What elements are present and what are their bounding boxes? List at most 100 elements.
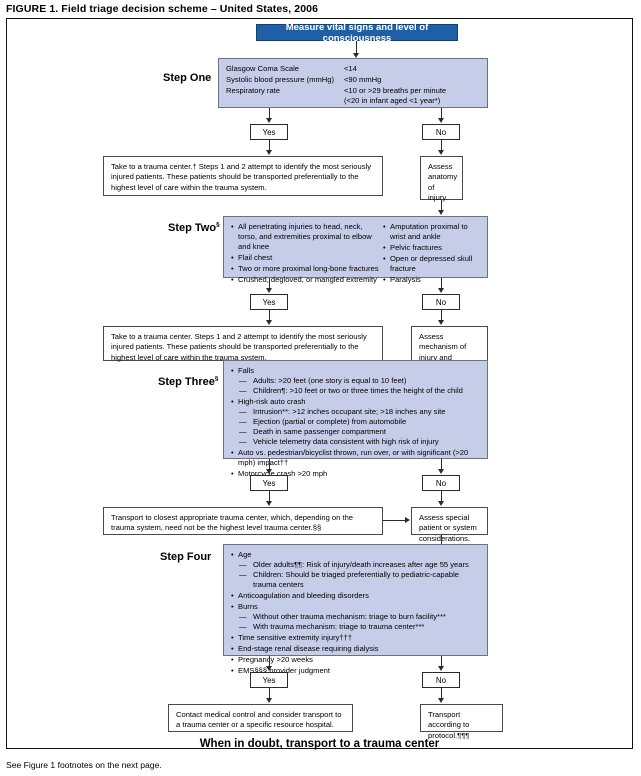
measure-vital-signs-header: Measure vital signs and level of conscio… xyxy=(256,22,458,44)
list-item: Crushed, degloved, or mangled extremity xyxy=(231,275,383,285)
step-three-criteria-panel: Falls Adults: >20 feet (one story is equ… xyxy=(223,360,488,479)
step-three-yes-badge: Yes xyxy=(250,475,288,491)
step-one-criterion-name-1: Systolic blood pressure (mmHg) xyxy=(226,75,335,85)
connector-assess-special-to-step4 xyxy=(441,535,443,549)
connector-step3-yes-2 xyxy=(269,491,271,503)
sublist-item: Without other trauma mechanism: triage t… xyxy=(238,612,480,622)
step-one-criterion-value-0: <14 xyxy=(344,64,357,73)
step-one-criterion-name-3 xyxy=(226,96,344,106)
arrow-step2-no-2 xyxy=(438,320,444,325)
sublist-item: Older adults¶¶: Risk of injury/death inc… xyxy=(238,560,480,570)
arrow-step1-no-2 xyxy=(438,150,444,155)
list-item: Two or more proximal long-bone fractures xyxy=(231,264,383,274)
step-one-criterion-name-2: Respiratory rate xyxy=(226,86,281,96)
step-one-criteria-panel: Glasgow Coma Scale <14 Systolic blood pr… xyxy=(218,58,488,108)
list-item: Flail chest xyxy=(231,253,383,263)
arrow-step3-yes xyxy=(266,469,272,474)
list-item: Anticoagulation and bleeding disorders xyxy=(231,591,480,601)
sublist: Intrusion**: >12 inches occupant site; >… xyxy=(238,407,480,447)
connector-assess-anatomy-to-step2 xyxy=(441,200,443,212)
list-item: Pregnancy >20 weeks xyxy=(231,655,480,665)
arrow-step4-yes xyxy=(266,666,272,671)
arrow-step1-no xyxy=(438,118,444,123)
arrow-header-to-step1 xyxy=(353,53,359,58)
step-three-no-outcome: Assess special patient or system conside… xyxy=(411,507,488,543)
arrow-step3-yes-2 xyxy=(266,501,272,506)
step-four-label: Step Four xyxy=(160,551,212,563)
connector-step3-no-2 xyxy=(441,491,443,503)
connector-step3-yes xyxy=(269,459,271,471)
arrow-step1-yes-2 xyxy=(266,150,272,155)
step-four-list: Age Older adults¶¶: Risk of injury/death… xyxy=(231,549,480,676)
step-one-criterion-value-3: (<20 in infant aged <1 year*) xyxy=(344,96,441,106)
step-one-label: Step One xyxy=(163,72,212,84)
list-item-text: Falls xyxy=(238,366,255,375)
list-item: Burns Without other trauma mechanism: tr… xyxy=(231,602,480,633)
arrow-step4-no-2 xyxy=(438,698,444,703)
arrow-assess-anatomy-to-step2 xyxy=(438,210,444,215)
step-three-label-sup: § xyxy=(214,375,219,383)
step-four-criteria-panel: Age Older adults¶¶: Risk of injury/death… xyxy=(223,544,488,676)
step-two-criteria-panel: All penetrating injuries to head, neck, … xyxy=(223,216,488,285)
list-item: Paralysis xyxy=(383,275,480,285)
connector-step4-no-2 xyxy=(441,688,443,700)
list-item: Pelvic fractures xyxy=(383,243,480,253)
list-item-text: Age xyxy=(238,550,252,559)
arrow-step2-no xyxy=(438,288,444,293)
step-one-criterion-name-0: Glasgow Coma Scale xyxy=(226,64,300,73)
list-item-text: Burns xyxy=(238,602,258,612)
connector-header-to-step1 xyxy=(356,41,358,55)
list-item: Age Older adults¶¶: Risk of injury/death… xyxy=(231,549,480,590)
step-three-no-badge: No xyxy=(422,475,460,491)
step-four-yes-badge: Yes xyxy=(250,672,288,688)
sublist: Without other trauma mechanism: triage t… xyxy=(238,612,480,632)
sublist-item: Vehicle telemetry data consistent with h… xyxy=(238,437,480,447)
arrow-step4-no xyxy=(438,666,444,671)
connector-step1-no-2 xyxy=(441,140,443,152)
sublist-item: Ejection (partial or complete) from auto… xyxy=(238,417,480,427)
step-four-no-outcome: Transport according to protocol.¶¶¶ xyxy=(420,704,503,740)
step-four-no-badge: No xyxy=(422,672,460,688)
sublist: Adults: >20 feet (one story is equal to … xyxy=(238,376,480,396)
arrow-transport-to-assess-special xyxy=(405,517,410,523)
footnote-reference: See Figure 1 footnotes on the next page. xyxy=(6,760,162,770)
connector-step4-no xyxy=(441,656,443,668)
step-two-no-outcome: Assess mechanism of injury and evidence … xyxy=(411,326,488,383)
connector-step4-yes-2 xyxy=(269,688,271,700)
list-item: Falls Adults: >20 feet (one story is equ… xyxy=(231,365,480,396)
connector-step4-yes xyxy=(269,656,271,668)
step-two-label-sup: § xyxy=(216,221,220,229)
sublist-item: Adults: >20 feet (one story is equal to … xyxy=(238,376,480,386)
connector-step1-yes-2 xyxy=(269,140,271,152)
step-four-yes-outcome: Contact medical control and consider tra… xyxy=(168,704,353,732)
connector-transport-to-assess-special xyxy=(383,520,406,522)
connector-step2-no xyxy=(441,278,443,290)
sublist-item: Children¶: >10 feet or two or three time… xyxy=(238,386,480,396)
list-item: Motorcycle crash >20 mph xyxy=(231,469,480,479)
connector-step2-yes-2 xyxy=(269,310,271,322)
step-one-no-outcome: Assess anatomy of injury. xyxy=(420,156,463,202)
list-item: Time sensitive extremity injury††† xyxy=(231,633,480,643)
connector-step1-no xyxy=(441,108,443,120)
connector-step1-yes xyxy=(269,108,271,120)
step-one-criterion-value-1: <90 mmHg xyxy=(344,75,382,85)
figure-title: FIGURE 1. Field triage decision scheme –… xyxy=(6,3,319,15)
arrow-step3-no xyxy=(438,469,444,474)
step-two-label: Step Two xyxy=(168,222,217,234)
step-three-yes-outcome: Transport to closest appropriate trauma … xyxy=(103,507,383,535)
sublist: Older adults¶¶: Risk of injury/death inc… xyxy=(238,560,480,590)
sublist-item: With trauma mechanism: triage to trauma … xyxy=(238,622,480,632)
step-two-yes-badge: Yes xyxy=(250,294,288,310)
connector-step2-no-2 xyxy=(441,310,443,322)
sublist-item: Children: Should be triaged preferential… xyxy=(238,570,480,590)
list-item: All penetrating injuries to head, neck, … xyxy=(231,221,383,252)
arrow-step1-yes xyxy=(266,118,272,123)
list-item: EMS§§§ provider judgment xyxy=(231,666,480,676)
figure-frame: Measure vital signs and level of conscio… xyxy=(6,18,633,750)
arrow-step2-yes xyxy=(266,288,272,293)
sublist-item: Death in same passenger compartment xyxy=(238,427,480,437)
step-two-right-list: Amputation proximal to wrist and ankle P… xyxy=(383,221,480,285)
list-item: Amputation proximal to wrist and ankle xyxy=(383,221,480,242)
step-one-no-badge: No xyxy=(422,124,460,140)
step-two-label-wrap: Step Two§ xyxy=(168,222,220,234)
